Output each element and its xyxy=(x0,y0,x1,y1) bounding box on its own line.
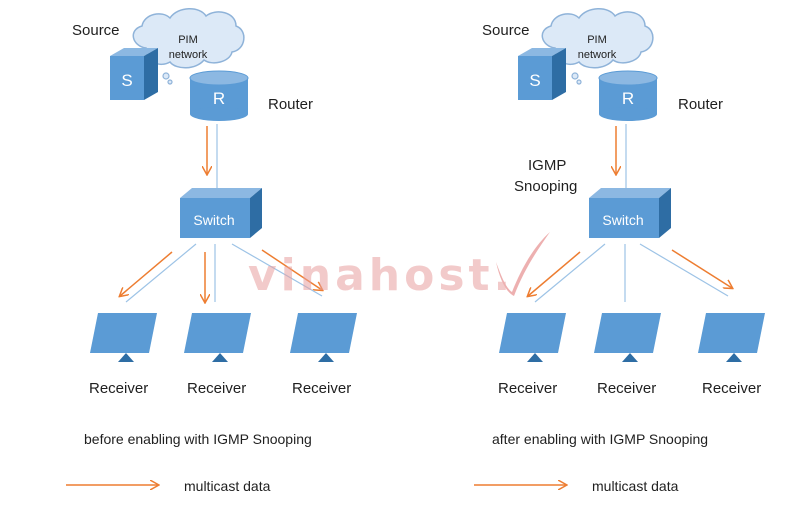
receiver-monitor-1 xyxy=(90,313,157,362)
switch-node: Switch xyxy=(589,188,671,238)
source-node: S xyxy=(518,48,566,100)
watermark-check-icon xyxy=(496,232,550,296)
arrow-receiver-3 xyxy=(261,249,322,290)
source-node: S xyxy=(110,48,158,100)
legend-label: multicast data xyxy=(592,478,679,494)
igmp-label-line2: Snooping xyxy=(514,178,578,195)
receiver-label-1: Receiver xyxy=(498,380,558,397)
link-receiver-3 xyxy=(231,243,323,297)
caption-before: before enabling with IGMP Snooping xyxy=(84,431,312,447)
cloud-label-line1: PIM xyxy=(587,34,607,46)
switch-node: Switch xyxy=(180,188,262,238)
router-box-label: R xyxy=(622,89,634,108)
arrow-receiver-1 xyxy=(528,251,581,296)
router-node: R xyxy=(189,70,249,121)
receiver-monitor-2 xyxy=(184,313,251,362)
receiver-label-3: Receiver xyxy=(702,380,762,397)
receiver-label-1: Receiver xyxy=(89,380,149,397)
source-box-label: S xyxy=(121,71,132,90)
receiver-monitor-3 xyxy=(290,313,357,362)
igmp-label-line1: IGMP xyxy=(528,157,567,174)
panel-after: PIM network S R Switch xyxy=(474,8,765,485)
receiver-label-2: Receiver xyxy=(187,380,247,397)
arrow-receiver-1 xyxy=(120,251,173,296)
receiver-label-3: Receiver xyxy=(292,380,352,397)
panel-before: PIM network S R Switch xyxy=(66,8,357,485)
cloud-label-line1: PIM xyxy=(178,34,198,46)
source-label: Source xyxy=(482,22,530,39)
router-node: R xyxy=(598,70,658,121)
switch-label: Switch xyxy=(193,212,234,228)
arrow-receiver-3 xyxy=(671,249,732,288)
link-receiver-1 xyxy=(125,243,197,303)
source-box-label: S xyxy=(529,71,540,90)
switch-label: Switch xyxy=(602,212,643,228)
cloud-label-line2: network xyxy=(169,49,208,61)
pim-cloud: PIM network xyxy=(132,8,245,85)
link-receiver-1 xyxy=(534,243,606,303)
watermark-logo: vinahost. xyxy=(248,232,550,301)
router-box-label: R xyxy=(213,89,225,108)
router-label: Router xyxy=(268,96,314,113)
legend-label: multicast data xyxy=(184,478,271,494)
receiver-monitor-2 xyxy=(594,313,661,362)
receiver-label-2: Receiver xyxy=(597,380,657,397)
router-label: Router xyxy=(678,96,724,113)
receiver-monitor-1 xyxy=(499,313,566,362)
cloud-label-line2: network xyxy=(578,49,617,61)
watermark-text: vinahost. xyxy=(248,250,514,301)
link-receiver-3 xyxy=(639,243,729,297)
caption-after: after enabling with IGMP Snooping xyxy=(492,431,709,447)
receiver-monitor-3 xyxy=(698,313,765,362)
source-label: Source xyxy=(72,22,120,39)
pim-cloud: PIM network xyxy=(541,8,654,85)
